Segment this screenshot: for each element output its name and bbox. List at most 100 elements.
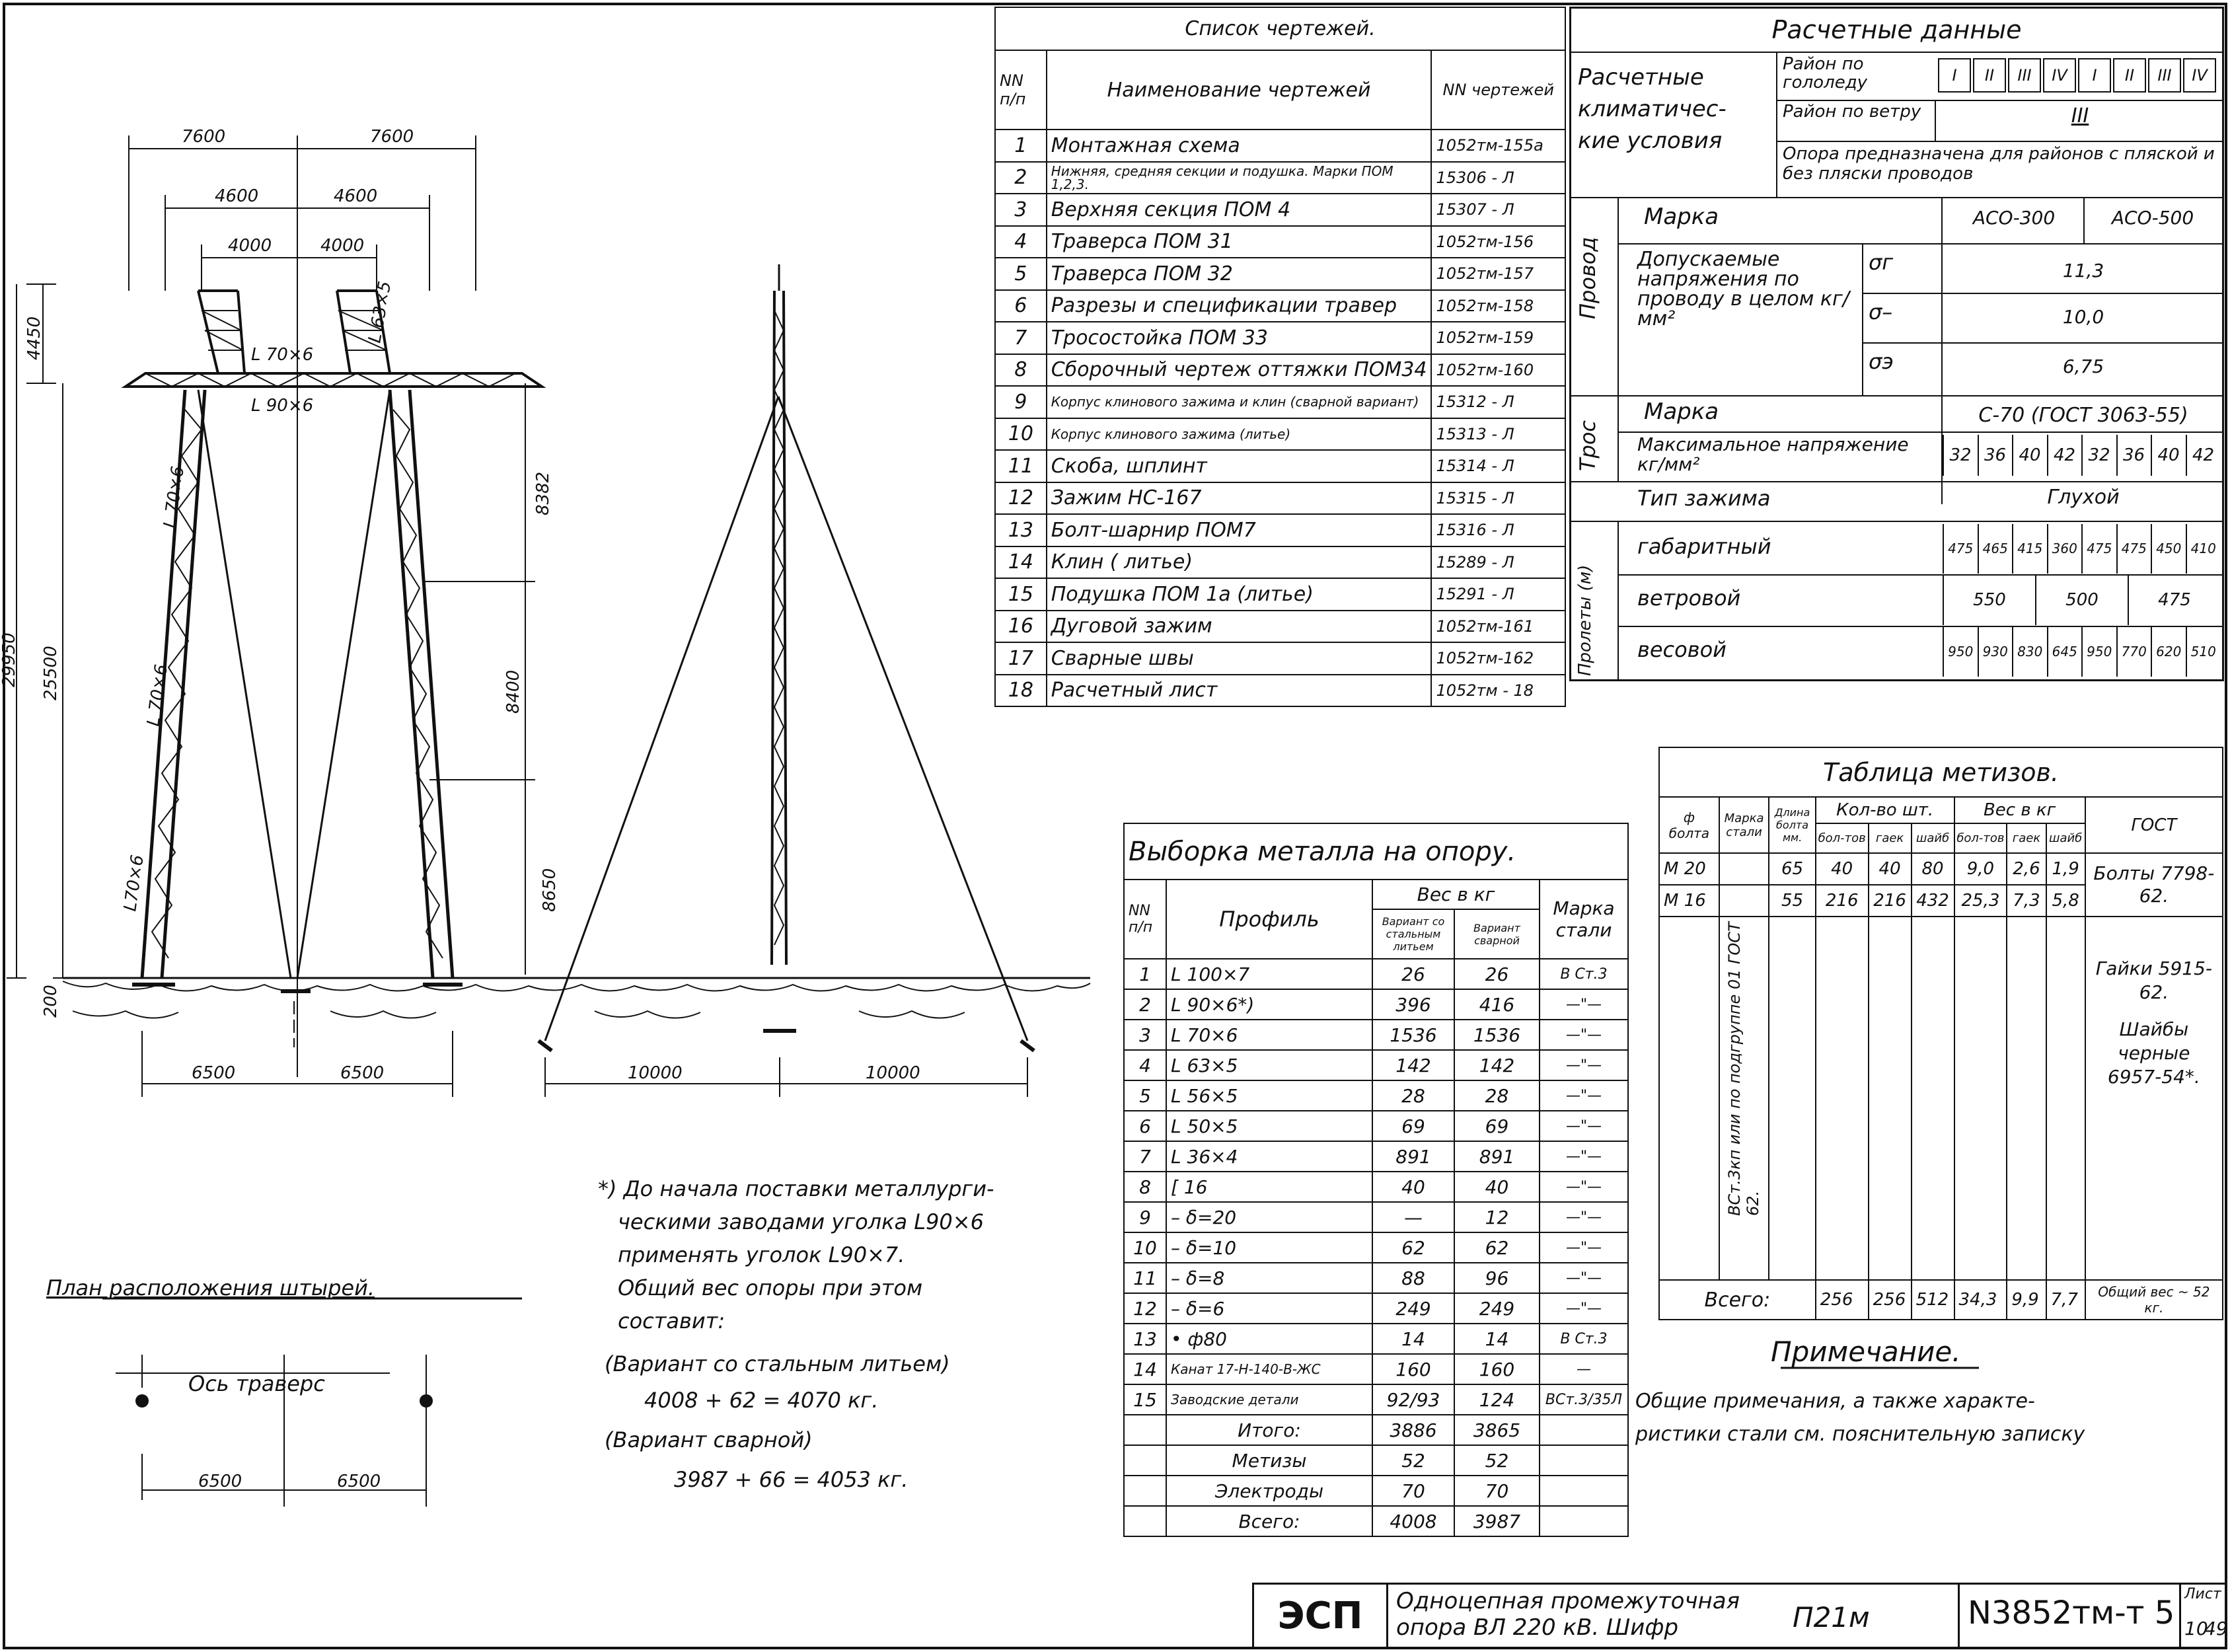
crossarm: [121, 372, 546, 388]
drawing-row-code: 15316 - Л: [1431, 513, 1566, 547]
span-value: 475: [2128, 576, 2220, 625]
metal-row-var2: 416: [1454, 989, 1540, 1020]
metal-row-grade: —"—: [1539, 1293, 1629, 1324]
metal-row-profile: – δ=20: [1166, 1201, 1373, 1233]
angle-90x6: L 90×6: [251, 396, 313, 416]
drawing-row-name: Сварные швы: [1045, 642, 1432, 675]
drawing-row-no: 4: [994, 225, 1047, 258]
drawing-row-name: Сборочный чертеж оттяжки ПОМ34: [1045, 353, 1432, 387]
metal-row-var1: —: [1372, 1201, 1455, 1233]
metal-row-grade: —: [1539, 1353, 1629, 1385]
metal-row-grade: В Ст.3: [1539, 958, 1629, 990]
ice-region-cell: III: [2148, 58, 2181, 93]
metal-title: Выборка металла на опору.: [1123, 823, 1629, 880]
metal-row-grade: ВСт.3/35Л: [1539, 1384, 1629, 1415]
drawings-list-table: Список чертежей. NN п/п Наименование чер…: [994, 7, 1566, 707]
metal-row-var2: 891: [1454, 1141, 1540, 1172]
metal-row-no: 8: [1123, 1171, 1167, 1203]
note-line-1: Общие примечания, а также характе-: [1635, 1390, 2035, 1413]
stress-label: Допускаемые напряжения по проводу в цело…: [1637, 248, 1849, 330]
dim-6500-right: 6500: [340, 1063, 384, 1083]
metal-row-var1: 396: [1372, 989, 1455, 1020]
drawing-row-no: 3: [994, 193, 1047, 227]
pin-plan-title: План расположения штырей.: [46, 1275, 375, 1300]
metal-row-no: 4: [1123, 1049, 1167, 1081]
span-value: 450: [2151, 524, 2186, 574]
footnote-4: Общий вес опоры при этом: [618, 1275, 922, 1300]
hw-total-weight: Общий вес ~ 52 кг.: [2084, 1279, 2224, 1320]
drawing-row-name: Тросостойка ПОМ 33: [1045, 321, 1432, 355]
pin-plan-axis: Ось траверс: [188, 1371, 325, 1396]
title-org: ЭСП: [1254, 1585, 1388, 1647]
drawing-row-code: 15289 - Л: [1431, 545, 1566, 579]
metal-row-no: 10: [1123, 1232, 1167, 1263]
metal-row-no: 13: [1123, 1323, 1167, 1355]
drawing-row-no: 17: [994, 642, 1047, 675]
drawing-row-no: 14: [994, 545, 1047, 579]
drawing-row-no: 6: [994, 289, 1047, 322]
metal-col-weight: Вес в кг: [1372, 879, 1540, 910]
drawing-row-code: 1052тм - 18: [1431, 673, 1566, 707]
hw-total-cell: 9,9: [2006, 1279, 2047, 1320]
span-value: 950: [2081, 627, 2116, 677]
wire-label: Провод: [1575, 237, 1600, 319]
metal-col-var2: Вариант сварной: [1454, 909, 1540, 959]
dim-25500: 25500: [41, 646, 61, 700]
title-number: N3852тм-т 5: [1968, 1595, 2175, 1632]
hw-subheader: гаек: [1867, 823, 1912, 854]
rope-stress-cell: 32: [1943, 435, 1977, 476]
design-data-title: Расчетные данные: [1571, 9, 2222, 53]
hardware-table: Таблица метизов. ф болта Марка стали Дли…: [1658, 747, 2224, 1320]
footnote-9: 3987 + 66 = 4053 кг.: [674, 1467, 908, 1492]
dim-8382: 8382: [533, 472, 553, 515]
metal-row-var1: 92/93: [1372, 1384, 1455, 1415]
metal-row-no: 1: [1123, 958, 1167, 990]
metal-row-profile: L 100×7: [1166, 958, 1373, 990]
metal-row-no: 7: [1123, 1141, 1167, 1172]
metal-row-var2: 26: [1454, 958, 1540, 990]
span-value: 415: [2012, 524, 2047, 574]
ice-label: Район по гололеду: [1783, 54, 1868, 93]
metal-table: Выборка металла на опору. NN п/п Профиль…: [1123, 823, 1629, 1537]
hw-subheader: шайб: [2045, 823, 2086, 854]
metal-row-no: 9: [1123, 1201, 1167, 1233]
metal-row-var2: 14: [1454, 1323, 1540, 1355]
metal-total-var1: 4008: [1372, 1505, 1455, 1537]
metal-row-var1: 891: [1372, 1141, 1455, 1172]
metal-row-profile: Канат 17-Н-140-В-ЖС: [1166, 1353, 1373, 1385]
metal-row-var2: 1536: [1454, 1019, 1540, 1051]
hw-row-value: 216: [1867, 884, 1912, 917]
footnote-5: составит:: [618, 1308, 725, 1333]
hw-row-value: 80: [1910, 852, 1955, 885]
hw-col-gost: ГОСТ: [2084, 796, 2224, 854]
metal-row-profile: • ф80: [1166, 1323, 1373, 1355]
metal-total-label: Итого:: [1166, 1414, 1373, 1446]
drawing-row-no: 10: [994, 417, 1047, 451]
metal-total-var2: 3987: [1454, 1505, 1540, 1537]
metal-row-var1: 1536: [1372, 1019, 1455, 1051]
metal-row-profile: L 56×5: [1166, 1080, 1373, 1111]
drawing-row-name: Верхняя секция ПОМ 4: [1045, 193, 1432, 227]
drawing-row-code: 1052тм-155а: [1431, 129, 1566, 163]
metal-row-var2: 124: [1454, 1384, 1540, 1415]
drawings-list-title: Список чертежей.: [994, 7, 1566, 51]
metal-row-grade: —"—: [1539, 1201, 1629, 1233]
metal-row-var1: 142: [1372, 1049, 1455, 1081]
span-value: 830: [2012, 627, 2047, 677]
span-row-label: весовой: [1637, 637, 1727, 662]
gost-nuts: Гайки 5915-62.: [2095, 957, 2213, 1003]
rope-brand: С-70 (ГОСТ 3063-55): [1978, 404, 2188, 427]
hw-col-weight: Вес в кг: [1953, 796, 2086, 824]
angle-70x6-c: L70×6: [120, 854, 148, 913]
metal-total-var2: 52: [1454, 1445, 1540, 1476]
wire-brand-1: АСО-300: [1972, 207, 2056, 229]
